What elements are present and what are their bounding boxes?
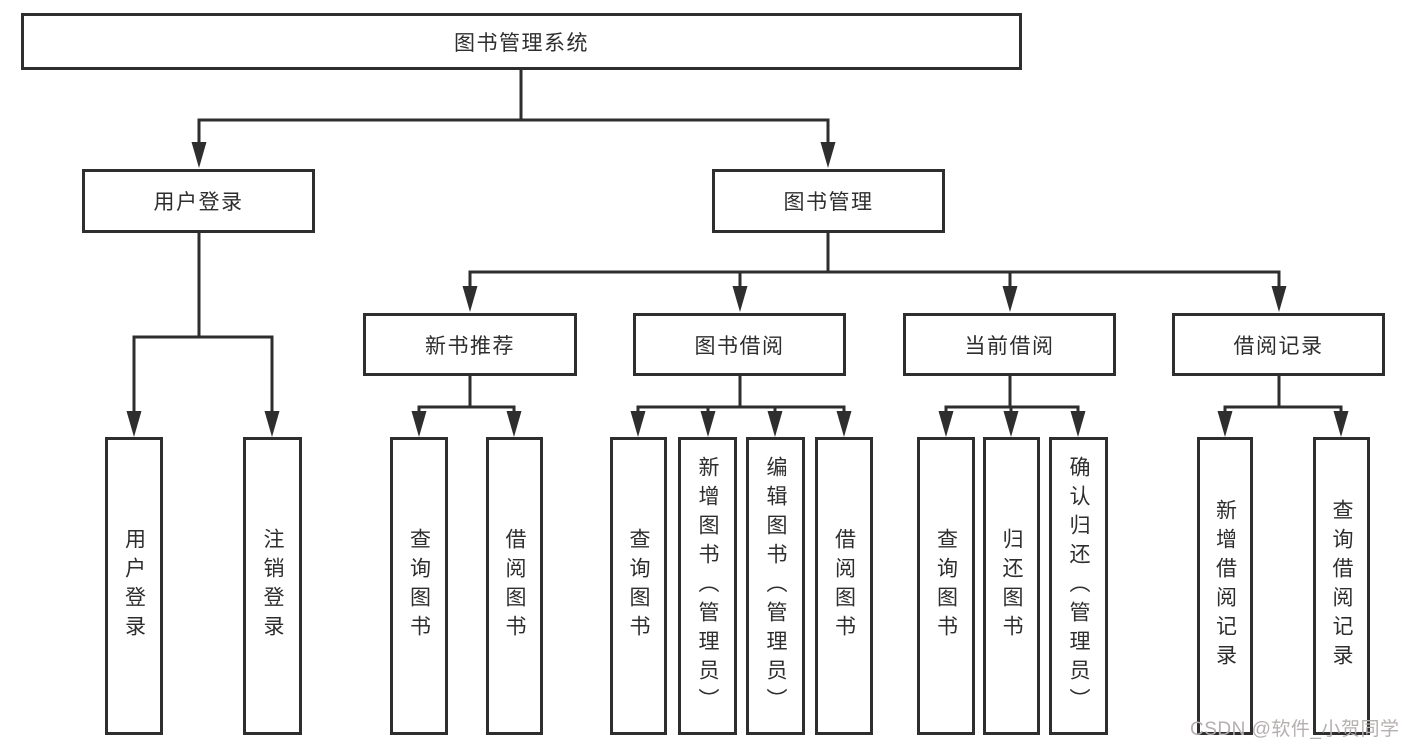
node-leaf-borrow-books-1: 借阅图书 — [486, 437, 543, 735]
node-new-book-recommend-label: 新书推荐 — [425, 334, 515, 358]
connector-book-mgmt-to-level3 — [468, 231, 1281, 290]
node-leaf-add-books-admin-label: 新增图书（管理员） — [696, 455, 719, 717]
node-leaf-return-books-label: 归还图书 — [1000, 528, 1023, 644]
node-leaf-borrow-books-2-label: 借阅图书 — [832, 528, 856, 644]
connector-root-to-level2 — [197, 68, 830, 146]
node-leaf-query-books-3-label: 查询图书 — [934, 528, 958, 644]
node-leaf-confirm-return-admin-label: 确认归还（管理员） — [1067, 455, 1090, 717]
arrowhead-icon — [767, 411, 783, 437]
arrowhead-icon — [1003, 411, 1019, 437]
node-root: 图书管理系统 — [21, 13, 1022, 70]
arrowhead-icon — [700, 411, 716, 437]
arrowhead-icon — [836, 411, 852, 437]
node-leaf-borrow-books-2: 借阅图书 — [815, 437, 873, 735]
arrowhead-icon — [191, 142, 207, 168]
arrowhead-icon — [938, 411, 954, 437]
arrowhead-icon — [462, 286, 478, 312]
arrowhead-icon — [1271, 286, 1287, 312]
node-user-login: 用户登录 — [82, 169, 315, 233]
arrowhead-icon — [820, 142, 836, 168]
connector-user-login-to-leaves — [132, 231, 274, 415]
node-leaf-query-books-2-label: 查询图书 — [627, 528, 650, 644]
node-book-management: 图书管理 — [712, 169, 945, 233]
node-book-management-label: 图书管理 — [783, 191, 874, 214]
node-leaf-add-borrow-record: 新增借阅记录 — [1197, 437, 1253, 735]
node-user-login-label: 用户登录 — [153, 191, 244, 214]
arrowhead-icon — [1070, 411, 1086, 437]
node-leaf-edit-books-admin: 编辑图书（管理员） — [746, 437, 805, 735]
connector-current-borrow-to-leaves — [944, 374, 1080, 415]
arrowhead-icon — [1002, 286, 1018, 312]
node-current-borrow: 当前借阅 — [903, 313, 1116, 376]
node-book-borrow: 图书借阅 — [633, 313, 846, 376]
arrowhead-icon — [126, 411, 142, 437]
node-leaf-query-books-2: 查询图书 — [610, 437, 667, 735]
node-leaf-query-books-1: 查询图书 — [390, 437, 448, 735]
node-book-borrow-label: 图书借阅 — [694, 334, 785, 358]
node-leaf-return-books: 归还图书 — [983, 437, 1040, 735]
node-leaf-add-borrow-record-label: 新增借阅记录 — [1213, 499, 1237, 673]
connector-new-book-rec-to-leaves — [417, 374, 516, 415]
node-borrow-records-label: 借阅记录 — [1233, 334, 1324, 358]
node-leaf-logout-label: 注销登录 — [261, 528, 284, 644]
node-root-label: 图书管理系统 — [454, 31, 589, 55]
node-current-borrow-label: 当前借阅 — [964, 334, 1055, 358]
node-leaf-add-books-admin: 新增图书（管理员） — [678, 437, 737, 735]
arrowhead-icon — [1217, 411, 1233, 437]
arrowhead-icon — [732, 286, 748, 312]
node-new-book-recommend: 新书推荐 — [363, 313, 577, 376]
node-leaf-logout: 注销登录 — [243, 437, 302, 735]
node-leaf-confirm-return-admin: 确认归还（管理员） — [1049, 437, 1108, 735]
node-leaf-query-borrow-record-label: 查询借阅记录 — [1330, 499, 1353, 673]
node-leaf-query-books-1-label: 查询图书 — [407, 528, 431, 644]
connector-borrow-records-to-leaves — [1223, 374, 1343, 415]
arrowhead-icon — [1333, 411, 1349, 437]
arrowhead-icon — [264, 411, 280, 437]
arrowhead-icon — [630, 411, 646, 437]
connector-book-borrow-to-leaves — [636, 374, 846, 415]
arrowhead-icon — [411, 411, 427, 437]
node-leaf-user-login-label: 用户登录 — [122, 528, 146, 644]
node-leaf-edit-books-admin-label: 编辑图书（管理员） — [764, 455, 787, 717]
node-leaf-user-login: 用户登录 — [105, 437, 163, 735]
node-leaf-query-books-3: 查询图书 — [917, 437, 975, 735]
arrowhead-icon — [506, 411, 522, 437]
node-leaf-borrow-books-1-label: 借阅图书 — [503, 528, 526, 644]
node-borrow-records: 借阅记录 — [1172, 313, 1385, 376]
watermark: CSDN @软件_小贺同学 — [1190, 719, 1400, 740]
node-leaf-query-borrow-record: 查询借阅记录 — [1313, 437, 1370, 735]
